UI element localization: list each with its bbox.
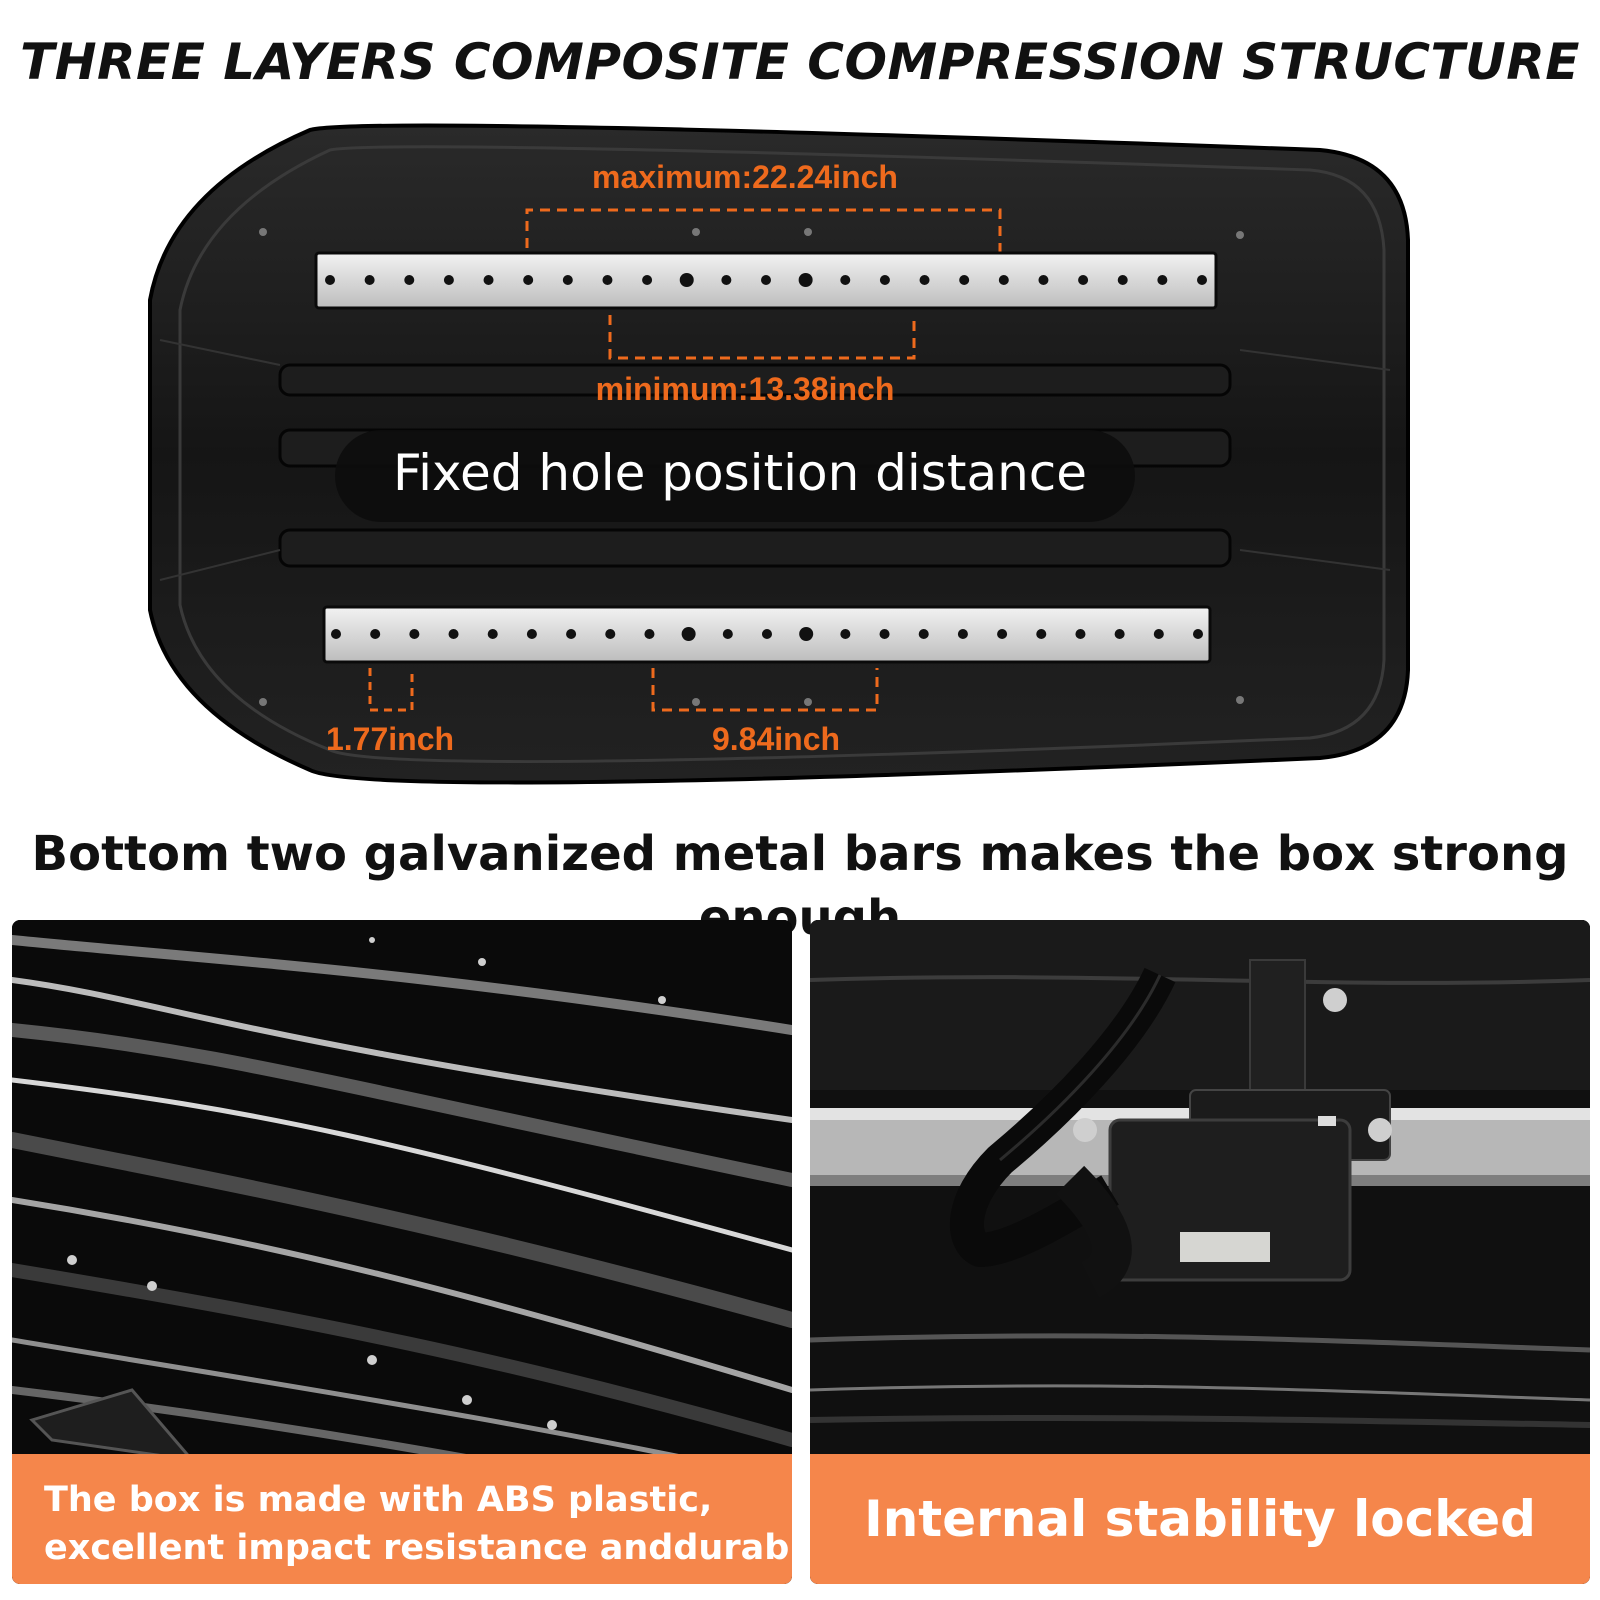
bar-hole xyxy=(798,273,813,287)
stability-caption: Internal stability locked xyxy=(810,1454,1590,1584)
abs-plastic-panel: The box is made with ABS plastic, excell… xyxy=(12,920,792,1584)
bar-hole xyxy=(526,629,537,639)
clamp-mount xyxy=(1073,959,1392,1282)
bar-hole xyxy=(1038,275,1049,285)
mount-spacing-dimension xyxy=(651,668,879,712)
hole-spacing-dimension xyxy=(368,668,414,712)
bar-hole xyxy=(998,275,1009,285)
bar-hole xyxy=(722,629,733,639)
bar-hole xyxy=(1193,629,1203,639)
abs-caption-line-2: excellent impact resistance anddurabilit… xyxy=(44,1528,792,1568)
bar-hole xyxy=(879,629,890,639)
bar-hole xyxy=(566,629,577,639)
bar-hole xyxy=(721,275,732,285)
page-title: THREE LAYERS COMPOSITE COMPRESSION STRUC… xyxy=(20,33,1580,91)
bar-hole xyxy=(605,629,616,639)
bar-hole xyxy=(957,629,968,639)
bar-hole xyxy=(404,275,415,285)
bar-hole xyxy=(644,629,655,639)
bar-hole xyxy=(762,629,772,639)
bar-hole xyxy=(1197,275,1207,285)
bar-hole xyxy=(409,629,420,639)
bar-hole xyxy=(681,627,696,641)
bar-hole xyxy=(331,629,341,639)
bar-hole xyxy=(1036,629,1047,639)
bar-hole xyxy=(799,627,814,641)
bar-hole xyxy=(1114,629,1125,639)
maximum-label: maximum:22.24inch xyxy=(592,159,898,195)
top-bar-holes xyxy=(325,273,1207,287)
stability-caption-text: Internal stability locked xyxy=(864,1490,1536,1548)
center-label: Fixed hole position distance xyxy=(393,444,1087,502)
bar-hole xyxy=(840,275,851,285)
mount-spacing-label: 9.84inch xyxy=(712,721,840,757)
bar-hole xyxy=(840,629,851,639)
bar-hole xyxy=(364,275,375,285)
roof-box-diagram: maximum:22.24inch minimum:13.38inch Fixe… xyxy=(148,123,1410,785)
bar-hole xyxy=(448,629,459,639)
bar-hole xyxy=(642,275,653,285)
bar-hole xyxy=(919,275,930,285)
bar-hole xyxy=(918,629,929,639)
bar-hole xyxy=(523,275,534,285)
bar-hole xyxy=(959,275,970,285)
bar-hole xyxy=(997,629,1008,639)
bottom-bar-holes xyxy=(331,627,1203,641)
stability-lock-panel: Internal stability locked xyxy=(810,920,1590,1584)
abs-caption-line-1: The box is made with ABS plastic, xyxy=(44,1480,713,1520)
bar-hole xyxy=(1157,275,1168,285)
bar-hole xyxy=(1117,275,1128,285)
bar-hole xyxy=(443,275,454,285)
bar-hole xyxy=(602,275,613,285)
bar-hole xyxy=(487,629,498,639)
abs-plastic-caption: The box is made with ABS plastic, excell… xyxy=(12,1454,792,1584)
center-label-pill xyxy=(335,430,1135,522)
bar-hole xyxy=(879,275,890,285)
maximum-dimension xyxy=(525,208,1002,255)
bar-hole xyxy=(325,275,335,285)
bar-hole xyxy=(1153,629,1164,639)
bar-hole xyxy=(1075,629,1086,639)
minimum-label: minimum:13.38inch xyxy=(596,371,895,407)
bar-hole xyxy=(1078,275,1089,285)
bar-hole xyxy=(679,273,694,287)
minimum-dimension xyxy=(608,315,916,360)
bar-hole xyxy=(562,275,573,285)
hole-spacing-label: 1.77inch xyxy=(326,721,454,757)
bar-hole xyxy=(483,275,494,285)
bar-hole xyxy=(370,629,381,639)
page-subtitle: Bottom two galvanized metal bars makes t… xyxy=(31,826,1569,946)
bar-hole xyxy=(761,275,771,285)
